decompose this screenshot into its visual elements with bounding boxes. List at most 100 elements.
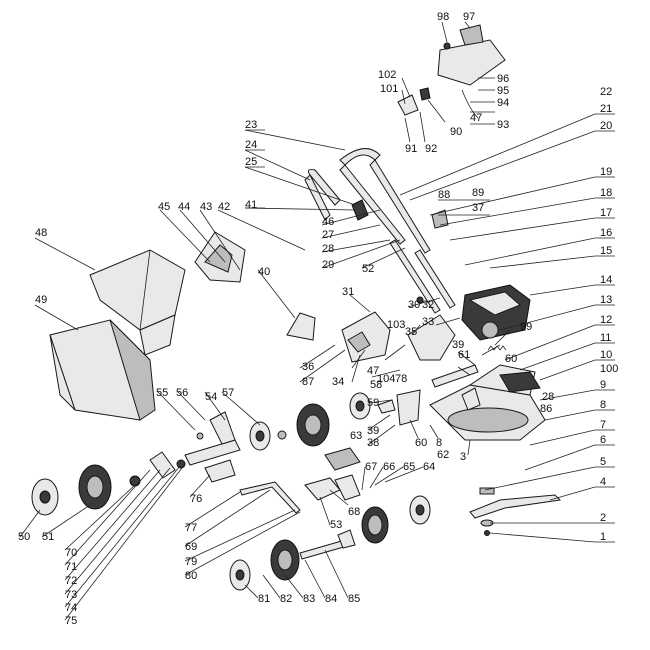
- callout-52: 52: [362, 263, 374, 275]
- callout-103: 103: [387, 319, 405, 331]
- blade-part: [469, 487, 562, 519]
- callout-85: 85: [348, 593, 360, 605]
- callout-89: 89: [472, 187, 484, 199]
- upper-handle-part: [304, 148, 431, 254]
- callout-62: 62: [437, 449, 449, 461]
- callout-2: 2: [600, 512, 606, 524]
- callout-69: 69: [185, 541, 197, 553]
- callout-12: 12: [600, 314, 612, 326]
- callout-11: 11: [600, 332, 611, 344]
- callout-76: 76: [190, 493, 202, 505]
- spring-part: [487, 345, 507, 351]
- callout-72: 72: [65, 575, 77, 587]
- rear-flap-part: [286, 312, 316, 341]
- engine-top-cover-part: [437, 24, 506, 86]
- callout-20: 20: [600, 120, 612, 132]
- callout-39-left: 39: [367, 425, 379, 437]
- callout-95: 95: [497, 85, 509, 97]
- callout-44: 44: [178, 201, 190, 213]
- front-right-hubcap-part: [249, 421, 271, 451]
- callout-27: 27: [322, 229, 334, 241]
- wheel-bracket-part: [334, 474, 361, 501]
- callout-54: 54: [205, 391, 217, 403]
- callout-25: 25: [245, 156, 257, 168]
- callout-1: 1: [600, 531, 606, 543]
- callout-68: 68: [348, 506, 360, 518]
- adjust-knob-part: [431, 209, 449, 229]
- callout-50: 50: [18, 531, 30, 543]
- callout-100: 100: [600, 363, 618, 375]
- callout-21: 21: [600, 103, 612, 115]
- callout-88: 88: [438, 189, 450, 201]
- callout-60-left: 60: [415, 437, 427, 449]
- callout-38: 38: [367, 437, 379, 449]
- callout-55: 55: [156, 387, 168, 399]
- mulch-plug-part: [396, 389, 421, 426]
- callout-87: 87: [302, 376, 314, 388]
- callout-73: 73: [65, 589, 77, 601]
- callout-75: 75: [65, 615, 77, 627]
- callout-47-top: 47: [470, 112, 482, 124]
- side-cover-part: [407, 314, 456, 361]
- callout-96: 96: [497, 73, 509, 85]
- callout-71: 71: [65, 561, 77, 573]
- callout-99: 99: [520, 321, 532, 333]
- callout-36: 36: [302, 361, 314, 373]
- callout-31: 31: [342, 286, 354, 298]
- callout-86: 86: [540, 403, 552, 415]
- cable-clip-part: [351, 199, 369, 221]
- front-left-bearing-part: [129, 475, 141, 487]
- callout-34: 34: [332, 376, 344, 388]
- callout-59: 59: [367, 397, 379, 409]
- nut-part: [196, 432, 204, 440]
- callout-56: 56: [176, 387, 188, 399]
- bolt-part: [416, 296, 424, 304]
- callout-80: 80: [185, 570, 197, 582]
- callout-19: 19: [600, 166, 612, 178]
- callout-5: 5: [600, 456, 606, 468]
- callout-22: 22: [600, 86, 612, 98]
- bracket-part: [461, 387, 481, 411]
- callout-33: 33: [422, 316, 434, 328]
- callout-92: 92: [425, 143, 437, 155]
- callout-67: 67: [365, 461, 377, 473]
- callout-45: 45: [158, 201, 170, 213]
- callout-66: 66: [383, 461, 395, 473]
- callout-15: 15: [600, 245, 612, 257]
- callout-39-right: 39: [452, 339, 464, 351]
- callout-64: 64: [423, 461, 435, 473]
- rear-left-hubcap-part: [229, 559, 251, 591]
- callout-65: 65: [403, 461, 415, 473]
- callout-78: 78: [395, 373, 407, 385]
- callout-58: 58: [370, 379, 382, 391]
- callout-29: 29: [322, 259, 334, 271]
- callout-41: 41: [245, 199, 257, 211]
- grass-bag-part: [49, 319, 156, 421]
- callout-47-mid: 47: [367, 365, 379, 377]
- callout-23: 23: [245, 119, 257, 131]
- callout-93: 93: [497, 119, 509, 131]
- callout-43: 43: [200, 201, 212, 213]
- rear-axle-bracket-part: [304, 477, 341, 501]
- parts-drawing: [31, 24, 562, 591]
- callout-35: 35: [405, 326, 417, 338]
- callout-49: 49: [35, 294, 47, 306]
- clip-part: [377, 399, 396, 414]
- callout-102: 102: [378, 69, 396, 81]
- front-left-wheel-part: [78, 464, 112, 510]
- callout-63: 63: [350, 430, 362, 442]
- front-axle-part: [149, 439, 241, 483]
- throttle-bracket-part: [397, 87, 431, 116]
- callout-94: 94: [497, 97, 509, 109]
- front-right-wheel-part: [296, 403, 330, 447]
- callout-51: 51: [42, 531, 54, 543]
- throttle-cable-part: [461, 89, 479, 119]
- callout-10: 10: [600, 349, 612, 361]
- callout-32: 32: [422, 299, 434, 311]
- rear-axle-lever-part: [337, 529, 356, 549]
- callout-70: 70: [65, 547, 77, 559]
- callout-24: 24: [245, 139, 257, 151]
- lower-handle-part: [389, 239, 456, 314]
- rear-right-wheel-part: [361, 506, 389, 544]
- callout-90: 90: [450, 126, 462, 138]
